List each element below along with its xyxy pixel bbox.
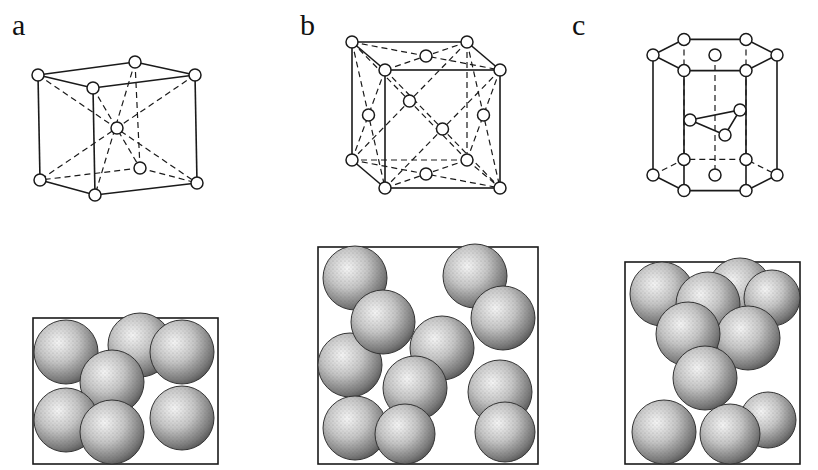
hcp-lattice <box>647 33 783 196</box>
bcc-packing <box>33 313 218 464</box>
hcp-packing <box>625 258 800 464</box>
fcc-packing <box>318 244 538 464</box>
panel-letter: c <box>572 10 585 40</box>
panel-letter: b <box>300 10 315 40</box>
fcc-lattice <box>346 36 506 194</box>
bcc-lattice <box>32 56 203 201</box>
panel-letter: a <box>12 10 25 40</box>
